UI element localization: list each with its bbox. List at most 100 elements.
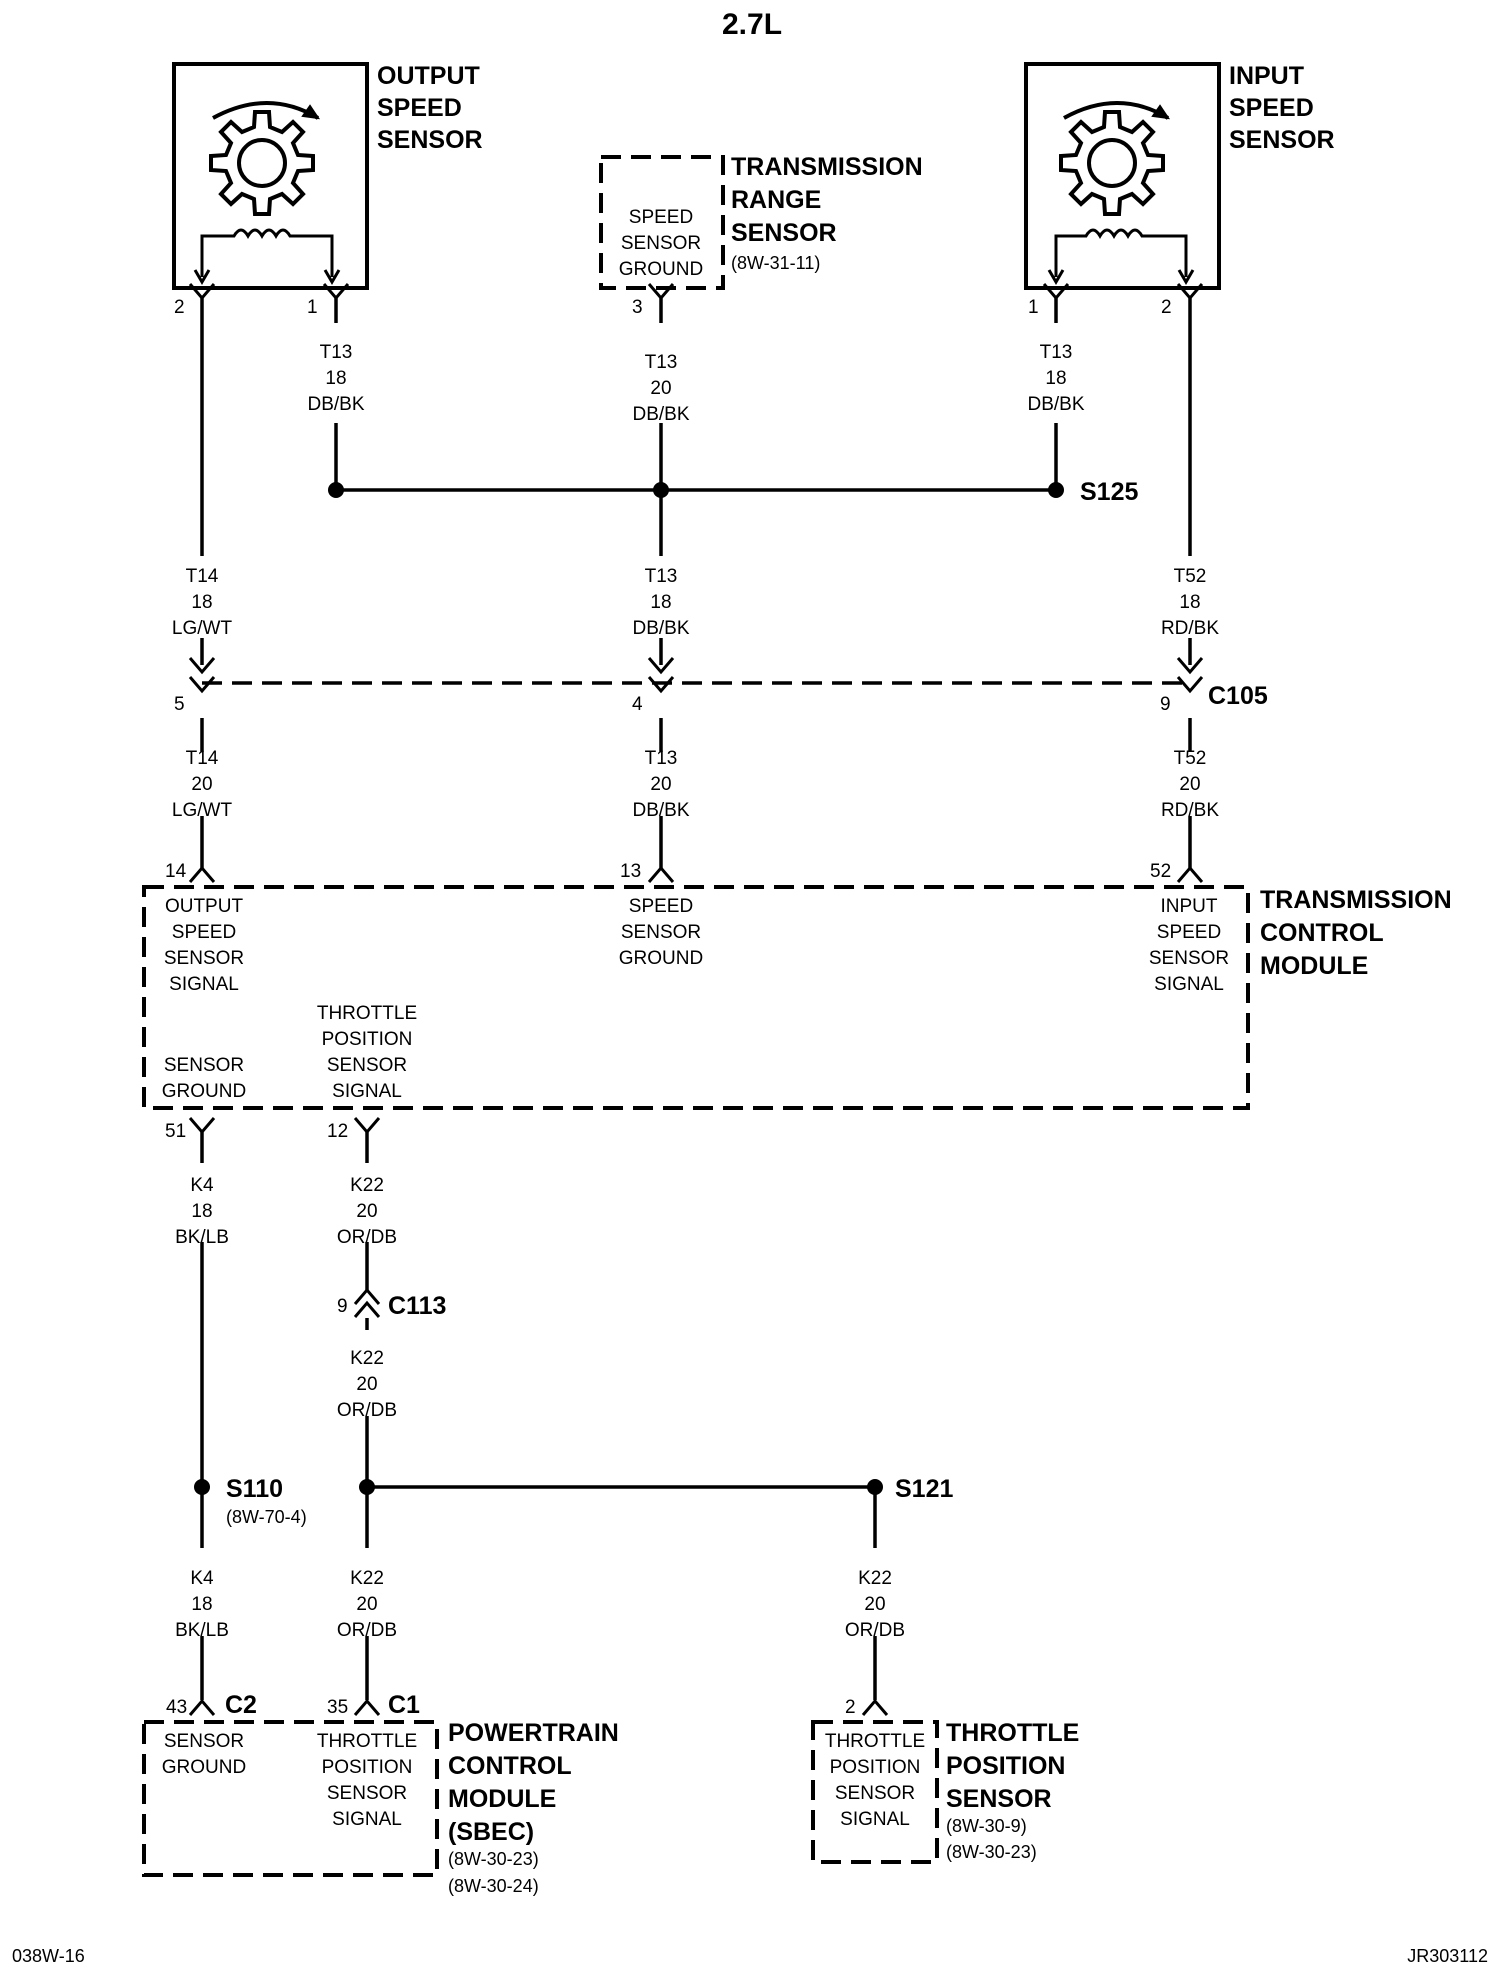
splice-s110-label: S110 — [226, 1475, 283, 1503]
wire-label-line: 20 — [356, 1201, 377, 1222]
output-speed-sensor: OUTPUT SPEED SENSOR — [172, 62, 483, 290]
upper-wires — [200, 298, 1192, 855]
tcm-label: THROTTLE — [317, 1003, 417, 1024]
pcm-title-3: MODULE — [448, 1785, 556, 1813]
wire-label-line: 18 — [191, 592, 212, 613]
tps-label: POSITION — [830, 1757, 921, 1778]
iss-pin-2: 2 — [1161, 297, 1172, 318]
wire-label-k4-b: K4 18 BK/LB — [175, 1568, 229, 1641]
tcm-label: POSITION — [322, 1029, 413, 1050]
wire-label-line: T52 — [1174, 566, 1207, 587]
input-speed-sensor-title-2: SPEED — [1229, 94, 1314, 122]
coil-icon — [1054, 228, 1188, 277]
gear-icon — [209, 110, 315, 216]
wire-label-line: 18 — [1179, 592, 1200, 613]
c105-pin-4: 4 — [632, 694, 643, 715]
wire-label-line: LG/WT — [172, 800, 233, 821]
wire-label-k22-a: K22 20 OR/DB — [337, 1175, 397, 1248]
c105-label: C105 — [1208, 682, 1268, 710]
wire-label-line: K22 — [350, 1175, 384, 1196]
tcm-pin-51: 51 — [165, 1121, 186, 1142]
c105-pin-5: 5 — [174, 694, 185, 715]
wire-label-line: T13 — [320, 342, 353, 363]
c105-pin-9: 9 — [1160, 694, 1171, 715]
wire-label-t52-a: T52 18 RD/BK — [1161, 566, 1219, 639]
tcm-title-1: TRANSMISSION — [1260, 886, 1452, 914]
connector-c105: 5 4 9 C105 — [174, 657, 1268, 715]
wire-label-t14-b: T14 20 LG/WT — [172, 748, 233, 821]
tcm-label: SIGNAL — [169, 974, 239, 995]
wire-label-line: T52 — [1174, 748, 1207, 769]
wire-label-line: LG/WT — [172, 618, 233, 639]
wire-label-line: OR/DB — [845, 1620, 905, 1641]
wire-label-line: K22 — [350, 1568, 384, 1589]
wire-label-line: 18 — [325, 368, 346, 389]
tcm-label: SPEED — [629, 896, 693, 917]
wire-label-line: 18 — [650, 592, 671, 613]
wire-label-oss1: T13 18 DB/BK — [307, 342, 364, 415]
wire-label-line: 18 — [1045, 368, 1066, 389]
tcm-label: OUTPUT — [165, 896, 244, 917]
trs-ref: (8W-31-11) — [731, 253, 820, 273]
tps-label: SENSOR — [835, 1783, 915, 1804]
tcm-label: SENSOR — [164, 948, 244, 969]
wire-label-line: OR/DB — [337, 1227, 397, 1248]
pcm-pin-35: 35 — [327, 1697, 348, 1718]
tps-title-1: THROTTLE — [946, 1719, 1079, 1747]
wire-label-line: 20 — [1179, 774, 1200, 795]
wire-label-line: K22 — [350, 1348, 384, 1369]
splice-s121: S121 — [867, 1475, 953, 1503]
trs-inner-label: SENSOR — [621, 233, 701, 254]
output-speed-sensor-title-3: SENSOR — [377, 126, 483, 154]
wire-label-line: T13 — [1040, 342, 1073, 363]
throttle-position-sensor: 2 THROTTLE POSITION SENSOR SIGNAL THROTT… — [811, 1697, 1079, 1864]
wire-label-t13-a: T13 18 DB/BK — [632, 566, 689, 639]
tcm-label: SPEED — [172, 922, 236, 943]
tcm-label: GROUND — [162, 1081, 246, 1102]
sensor-pin-forks — [188, 283, 1204, 301]
transmission-range-sensor-box — [599, 155, 725, 290]
output-speed-sensor-title-1: OUTPUT — [377, 62, 480, 90]
footer-right: JR303112 — [1407, 1946, 1488, 1966]
wire-label-line: T13 — [645, 352, 678, 373]
wire-label-k22-d: K22 20 OR/DB — [845, 1568, 905, 1641]
trs-title-3: SENSOR — [731, 219, 837, 247]
tps-title-3: SENSOR — [946, 1785, 1052, 1813]
page-title: 2.7L — [722, 8, 782, 41]
pcm-ref-1: (8W-30-23) — [448, 1849, 539, 1869]
pcm-label: POSITION — [322, 1757, 413, 1778]
wire-label-line: OR/DB — [337, 1620, 397, 1641]
tcm-label: GROUND — [619, 948, 703, 969]
pcm-label: SENSOR — [164, 1731, 244, 1752]
gear-icon — [1059, 110, 1165, 216]
pcm-conn-c2: C2 — [225, 1691, 257, 1719]
output-speed-sensor-box — [172, 62, 369, 290]
tps-ref-1: (8W-30-9) — [946, 1816, 1027, 1836]
wire-label-line: T13 — [645, 566, 678, 587]
wire-label-line: 20 — [650, 378, 671, 399]
tcm-pin-13: 13 — [620, 861, 641, 882]
wire-label-line: 20 — [356, 1594, 377, 1615]
splice-s110-ref: (8W-70-4) — [226, 1507, 307, 1527]
c113-label: C113 — [388, 1292, 446, 1320]
wire-label-line: K4 — [190, 1568, 214, 1589]
tcm-label: SENSOR — [327, 1055, 407, 1076]
splice-s125-label: S125 — [1080, 478, 1138, 506]
tcm-title-3: MODULE — [1260, 952, 1368, 980]
trs-title-1: TRANSMISSION — [731, 153, 923, 181]
splice-junction — [359, 1479, 375, 1495]
tcm-box — [142, 885, 1250, 1110]
tcm-pin-12: 12 — [327, 1121, 348, 1142]
wire-label-line: RD/BK — [1161, 800, 1219, 821]
transmission-control-module: 14 13 52 OUTPUT SPEED SENSOR SIGNAL SPEE… — [142, 855, 1452, 1142]
wire-label-line: 20 — [191, 774, 212, 795]
wire-label-line: 20 — [864, 1594, 885, 1615]
footer-left: 038W-16 — [12, 1946, 85, 1966]
tps-ref-2: (8W-30-23) — [946, 1842, 1037, 1862]
wire-label-line: 20 — [650, 774, 671, 795]
pcm-box — [142, 1720, 439, 1877]
arrow-head-icon — [1151, 104, 1171, 120]
pcm-pin-43: 43 — [166, 1697, 187, 1718]
splice-s125: S125 — [328, 478, 1138, 506]
wire-label-line: DB/BK — [632, 618, 689, 639]
